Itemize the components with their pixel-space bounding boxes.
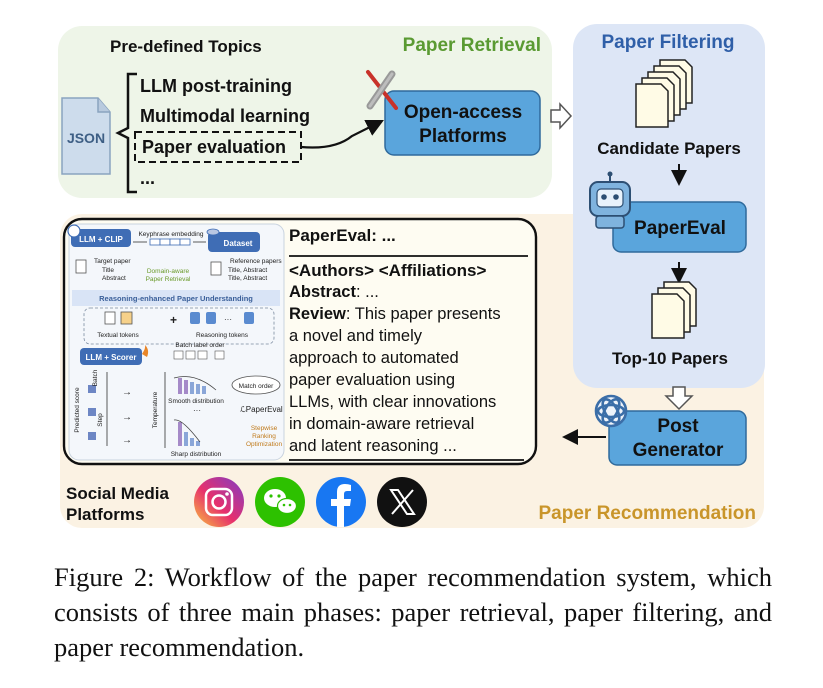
social-media-line1: Social Media bbox=[66, 484, 170, 503]
paper-recommendation-title: Paper Recommendation bbox=[539, 503, 757, 524]
inset-step: Step bbox=[97, 413, 104, 427]
post-generator-line2: Generator bbox=[633, 440, 724, 461]
papereval-label: PaperEval bbox=[634, 218, 726, 239]
post-abstract: Abstract: ... bbox=[289, 282, 533, 303]
review-line-1: a novel and timely bbox=[289, 327, 422, 345]
candidate-papers-label: Candidate Papers bbox=[597, 139, 741, 158]
method-inset-figure: LLM + CLIP Keyphrase embedding Dataset T… bbox=[67, 223, 285, 461]
post-generator-line1: Post bbox=[657, 416, 699, 437]
crossed-tools-icon bbox=[366, 70, 398, 110]
review-line-2: approach to automated bbox=[289, 349, 459, 367]
openai-knot-icon bbox=[594, 394, 628, 428]
platforms-label-line2: Platforms bbox=[419, 126, 507, 147]
inset-reasoning: Reasoning-enhanced Paper Understanding bbox=[99, 294, 253, 303]
post-review: Review: This paper presents a novel and … bbox=[289, 303, 533, 457]
review-line-0: : This paper presents bbox=[345, 305, 501, 323]
review-line-6: and latent reasoning ... bbox=[289, 437, 457, 455]
inset-title: Title bbox=[102, 267, 114, 274]
inset-match: Match order bbox=[239, 383, 275, 390]
inset-domain-aware-2: Paper Retrieval bbox=[146, 276, 191, 283]
inset-llm-clip: LLM + CLIP bbox=[79, 235, 123, 244]
review-label: Review bbox=[289, 305, 346, 323]
inset-batch-order: Batch label order bbox=[175, 342, 225, 349]
figure-caption: Figure 2: Workflow of the paper recommen… bbox=[54, 562, 772, 662]
social-media-line2: Platforms bbox=[66, 505, 144, 524]
inset-textual: Textual tokens bbox=[97, 332, 139, 339]
robot-icon bbox=[589, 171, 631, 229]
paper-retrieval-title: Paper Retrieval bbox=[403, 35, 541, 56]
facebook-icon[interactable] bbox=[316, 477, 366, 527]
top-papers-stack-icon bbox=[651, 281, 697, 339]
inset-abstract: Abstract bbox=[102, 275, 126, 282]
x-icon[interactable] bbox=[377, 477, 427, 527]
abstract-text: : ... bbox=[355, 283, 379, 301]
svg-text:+: + bbox=[170, 313, 177, 327]
instagram-icon[interactable] bbox=[194, 477, 244, 527]
inset-ref-title: Title, Abstract bbox=[228, 267, 267, 274]
svg-text:···: ··· bbox=[193, 406, 201, 415]
review-line-5: in domain-aware retrieval bbox=[289, 415, 475, 433]
topic-paper-evaluation: Paper evaluation bbox=[142, 137, 286, 157]
inset-domain-aware-1: Domain-aware bbox=[147, 268, 190, 275]
wechat-icon[interactable] bbox=[255, 477, 305, 527]
inset-reasoning-tokens: Reasoning tokens bbox=[196, 332, 249, 339]
inset-loss: ℒPaperEval bbox=[240, 405, 283, 414]
top-10-papers-label: Top-10 Papers bbox=[612, 349, 728, 368]
topic-more: ... bbox=[140, 168, 155, 188]
predefined-topics-title: Pre-defined Topics bbox=[110, 37, 262, 56]
inset-dataset: Dataset bbox=[224, 239, 253, 248]
generated-post-text: PaperEval: ... <Authors> <Affiliations> … bbox=[289, 222, 533, 457]
post-generator-box bbox=[608, 410, 747, 466]
inset-llm-scorer: LLM + Scorer bbox=[86, 353, 137, 362]
inset-stepwise-1: Stepwise bbox=[251, 425, 278, 432]
inset-stepwise-3: Optimization bbox=[246, 441, 283, 448]
open-access-platforms-box bbox=[384, 90, 541, 156]
inset-keyphrase: Keyphrase embedding bbox=[138, 231, 203, 238]
inset-target: Target paper bbox=[94, 258, 131, 265]
json-label: JSON bbox=[67, 130, 105, 146]
platforms-label-line1: Open-access bbox=[404, 102, 522, 123]
abstract-label: Abstract bbox=[289, 283, 356, 301]
topic-llm-post-training: LLM post-training bbox=[140, 76, 292, 96]
retrieval-to-filtering-arrow bbox=[550, 102, 573, 130]
svg-text:→: → bbox=[122, 387, 132, 398]
inset-ref-title-2: Title, Abstract bbox=[228, 275, 267, 282]
inset-smooth: Smooth distribution bbox=[168, 398, 224, 405]
inset-reference: Reference papers bbox=[230, 258, 282, 265]
json-file-icon: JSON bbox=[61, 97, 111, 175]
svg-text:→: → bbox=[122, 412, 132, 423]
inset-stepwise-2: Ranking bbox=[252, 433, 276, 440]
review-line-4: LLMs, with clear innovations bbox=[289, 393, 497, 411]
inset-sharp: Sharp distribution bbox=[171, 451, 222, 458]
inset-batch: Batch bbox=[92, 369, 99, 386]
topic-multimodal-learning: Multimodal learning bbox=[140, 106, 310, 126]
review-line-3: paper evaluation using bbox=[289, 371, 456, 389]
post-authors: <Authors> <Affiliations> bbox=[289, 261, 487, 280]
svg-text:···: ··· bbox=[224, 315, 232, 324]
inset-predicted: Predicted score bbox=[74, 387, 81, 433]
inset-temperature: Temperature bbox=[152, 391, 159, 428]
candidate-papers-stack-icon bbox=[635, 59, 693, 128]
filtering-to-generator-arrow bbox=[664, 386, 694, 411]
post-head: PaperEval: ... bbox=[289, 226, 396, 245]
paper-filtering-title: Paper Filtering bbox=[601, 32, 734, 53]
svg-text:→: → bbox=[122, 435, 132, 446]
